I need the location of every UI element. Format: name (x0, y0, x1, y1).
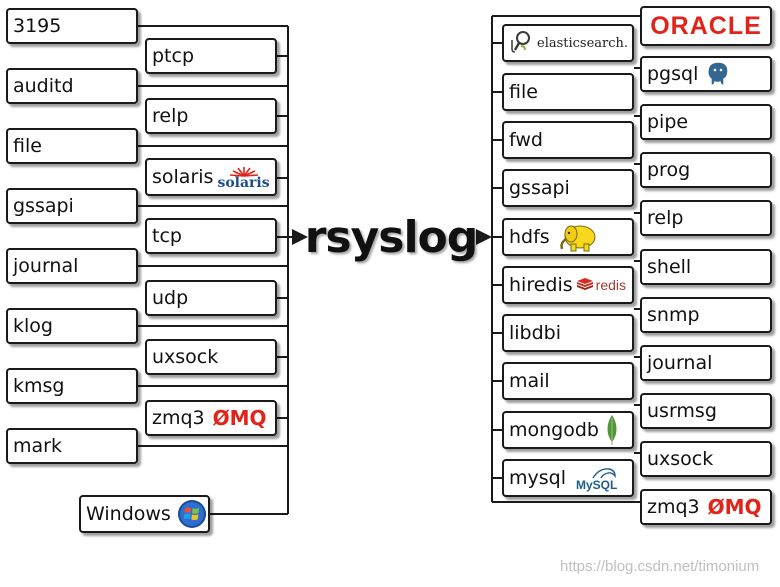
output-label: file (509, 81, 538, 103)
output-prog: prog (640, 152, 772, 188)
input-3195: 3195 (6, 8, 138, 44)
input-label: ptcp (152, 45, 195, 67)
output-journal: journal (640, 345, 772, 381)
zmq-logo: ØMQ (707, 495, 762, 519)
zmq-logo: ØMQ (212, 406, 267, 430)
output-usrmsg: usrmsg (640, 393, 772, 429)
output-elasticsearch: elasticsearch. (502, 24, 634, 62)
output-label: mysql (509, 467, 566, 489)
output-label: zmq3 (647, 496, 700, 518)
windows-logo-icon (177, 499, 207, 529)
output-hiredis: hiredis redis (502, 266, 634, 304)
output-label: prog (647, 159, 691, 181)
output-label: hiredis (509, 274, 573, 296)
mysql-logo: MySQL (576, 466, 617, 491)
input-label: solaris (152, 166, 214, 188)
output-zmq3: zmq3 ØMQ (640, 489, 772, 525)
output-label: pgsql (647, 63, 699, 85)
input-label: 3195 (13, 15, 62, 37)
output-label: usrmsg (647, 400, 717, 422)
output-label: mongodb (509, 419, 599, 441)
input-label: file (13, 135, 42, 157)
elasticsearch-icon (511, 31, 530, 53)
input-label: tcp (152, 225, 182, 247)
hadoop-elephant-icon (556, 221, 600, 253)
solaris-wordmark: solaris (217, 175, 270, 191)
input-udp: udp (145, 280, 277, 316)
output-label: snmp (647, 304, 700, 326)
output-label: relp (647, 207, 684, 229)
postgresql-elephant-icon (704, 60, 732, 88)
output-label: hdfs (509, 226, 550, 248)
output-pipe: pipe (640, 104, 772, 140)
input-ptcp: ptcp (145, 38, 277, 74)
input-journal: journal (6, 248, 138, 284)
output-uxsock: uxsock (640, 441, 772, 477)
output-label: gssapi (509, 177, 570, 199)
output-pgsql: pgsql (640, 56, 772, 92)
elasticsearch-wordmark: elasticsearch. (537, 35, 629, 51)
redis-icon (576, 278, 593, 290)
input-solaris: solaris solaris (145, 158, 277, 196)
input-relp: relp (145, 98, 277, 134)
output-label: pipe (647, 111, 689, 133)
input-label: mark (13, 435, 62, 457)
input-tcp: tcp (145, 218, 277, 254)
output-gssapi: gssapi (502, 169, 634, 207)
output-libdbi: libdbi (502, 314, 634, 352)
input-label: kmsg (13, 375, 65, 397)
solaris-sun-icon (229, 167, 258, 177)
input-kmsg: kmsg (6, 368, 138, 404)
input-label: uxsock (152, 346, 219, 368)
output-mongodb: mongodb (502, 411, 634, 449)
redis-logo: redis (576, 277, 626, 293)
input-windows: Windows (79, 495, 210, 533)
input-label: journal (13, 255, 79, 277)
input-mark: mark (6, 428, 138, 464)
input-auditd: auditd (6, 68, 138, 104)
output-mysql: mysql MySQL (502, 459, 634, 497)
input-file: file (6, 128, 138, 164)
input-label: udp (152, 287, 189, 309)
input-label: auditd (13, 75, 74, 97)
input-uxsock: uxsock (145, 339, 277, 375)
input-gssapi: gssapi (6, 188, 138, 224)
output-fwd: fwd (502, 121, 634, 159)
mysql-dolphin-icon (592, 467, 617, 478)
output-label: libdbi (509, 322, 562, 344)
mysql-wordmark: MySQL (576, 477, 618, 492)
rsyslog-title: rsyslog (304, 211, 479, 263)
output-label: fwd (509, 129, 543, 151)
input-label: gssapi (13, 195, 74, 217)
input-label: Windows (86, 503, 171, 525)
output-label: journal (647, 352, 713, 374)
input-zmq3: zmq3 ØMQ (145, 400, 277, 436)
input-label: relp (152, 105, 189, 127)
output-mail: mail (502, 362, 634, 400)
input-label: zmq3 (152, 407, 205, 429)
output-shell: shell (640, 249, 772, 285)
output-hdfs: hdfs (502, 218, 634, 256)
watermark: https://blog.csdn.net/timonium (560, 558, 760, 575)
output-file: file (502, 73, 634, 111)
output-relp: relp (640, 200, 772, 236)
output-oracle: ORACLE (640, 6, 772, 46)
input-klog: klog (6, 308, 138, 344)
mongodb-leaf-icon (605, 414, 619, 446)
output-label: uxsock (647, 448, 714, 470)
output-snmp: snmp (640, 297, 772, 333)
output-label: shell (647, 256, 692, 278)
input-label: klog (13, 315, 53, 337)
oracle-logo: ORACLE (650, 11, 762, 40)
elasticsearch-logo: elasticsearch. (511, 30, 628, 56)
solaris-logo: solaris (217, 165, 270, 191)
redis-wordmark: redis (595, 277, 627, 293)
output-label: mail (509, 370, 550, 392)
